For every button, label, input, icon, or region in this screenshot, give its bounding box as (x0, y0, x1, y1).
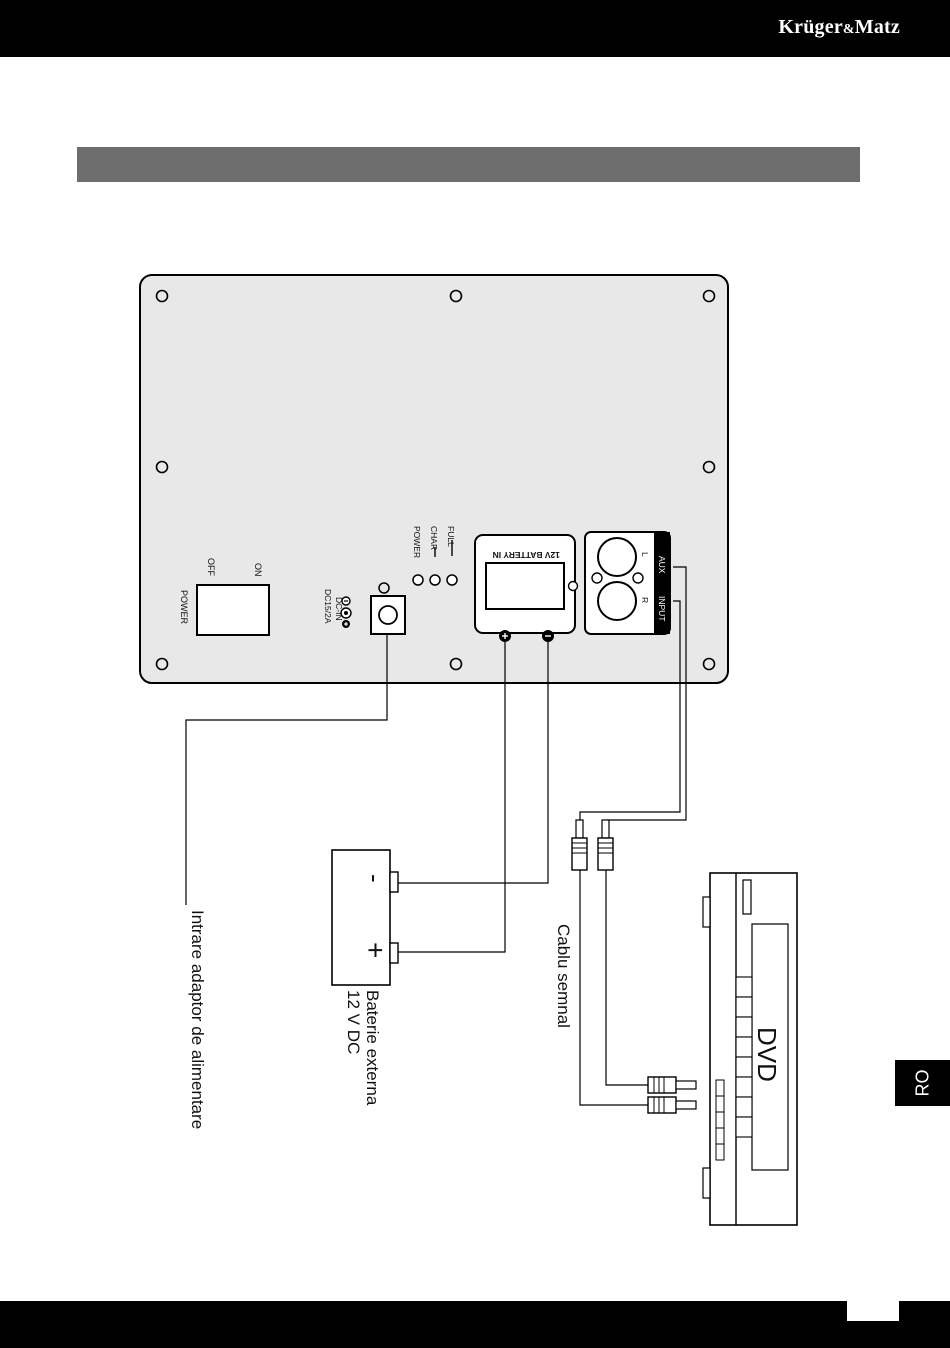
input-label: INPUT (657, 596, 667, 622)
dc-in-socket-icon (379, 606, 397, 624)
dc-in-label: DC-IN (334, 597, 344, 621)
aux-right-jack[interactable] (598, 582, 636, 620)
on-label: ON (253, 563, 263, 577)
aux-screw-right-icon (633, 573, 643, 583)
battery-in-label: 12V BATTERY IN (493, 550, 560, 560)
external-battery (332, 850, 390, 985)
dvd-label: DVD (752, 1027, 782, 1082)
battery-plus-wire (398, 642, 505, 952)
status-leds (413, 575, 457, 585)
aux-right-label: R (640, 597, 650, 603)
battery-name-label: Baterie externa (363, 990, 382, 1106)
led-power-label: POWER (412, 526, 422, 558)
led-full-label: FULL (446, 526, 456, 547)
adapter-input-label: Intrare adaptor de alimentare (188, 910, 207, 1129)
dc-rating-label: DC15/2A (323, 589, 333, 624)
battery-in-screw-icon (569, 582, 578, 591)
battery-voltage-label: 12 V DC (344, 990, 363, 1054)
language-tab: RO (895, 1060, 950, 1106)
power-switch[interactable] (197, 585, 269, 635)
footer-bar (0, 1301, 950, 1348)
aux-screw-left-icon (592, 573, 602, 583)
power-label: POWER (179, 590, 189, 625)
rca-plugs-cable-end (572, 820, 613, 870)
signal-cable-label: Cablu semnal (554, 924, 573, 1028)
signal-wire-dvd-bottom (580, 870, 648, 1105)
signal-wire-dvd-top (606, 870, 648, 1085)
battery-minus-label: - (360, 874, 390, 883)
battery-in-socket (486, 563, 564, 609)
led-char-label: CHAR (429, 526, 439, 550)
battery-plus-label: + (360, 942, 391, 958)
language-label: RO (900, 1056, 946, 1111)
aux-left-jack[interactable] (598, 538, 636, 576)
aux-left-label: L (640, 552, 650, 557)
rca-plugs-dvd-end (648, 1077, 696, 1113)
off-label: OFF (206, 558, 216, 576)
battery-minus-post (390, 872, 398, 892)
aux-label: AUX (657, 556, 667, 574)
page-number-box (847, 1301, 899, 1321)
